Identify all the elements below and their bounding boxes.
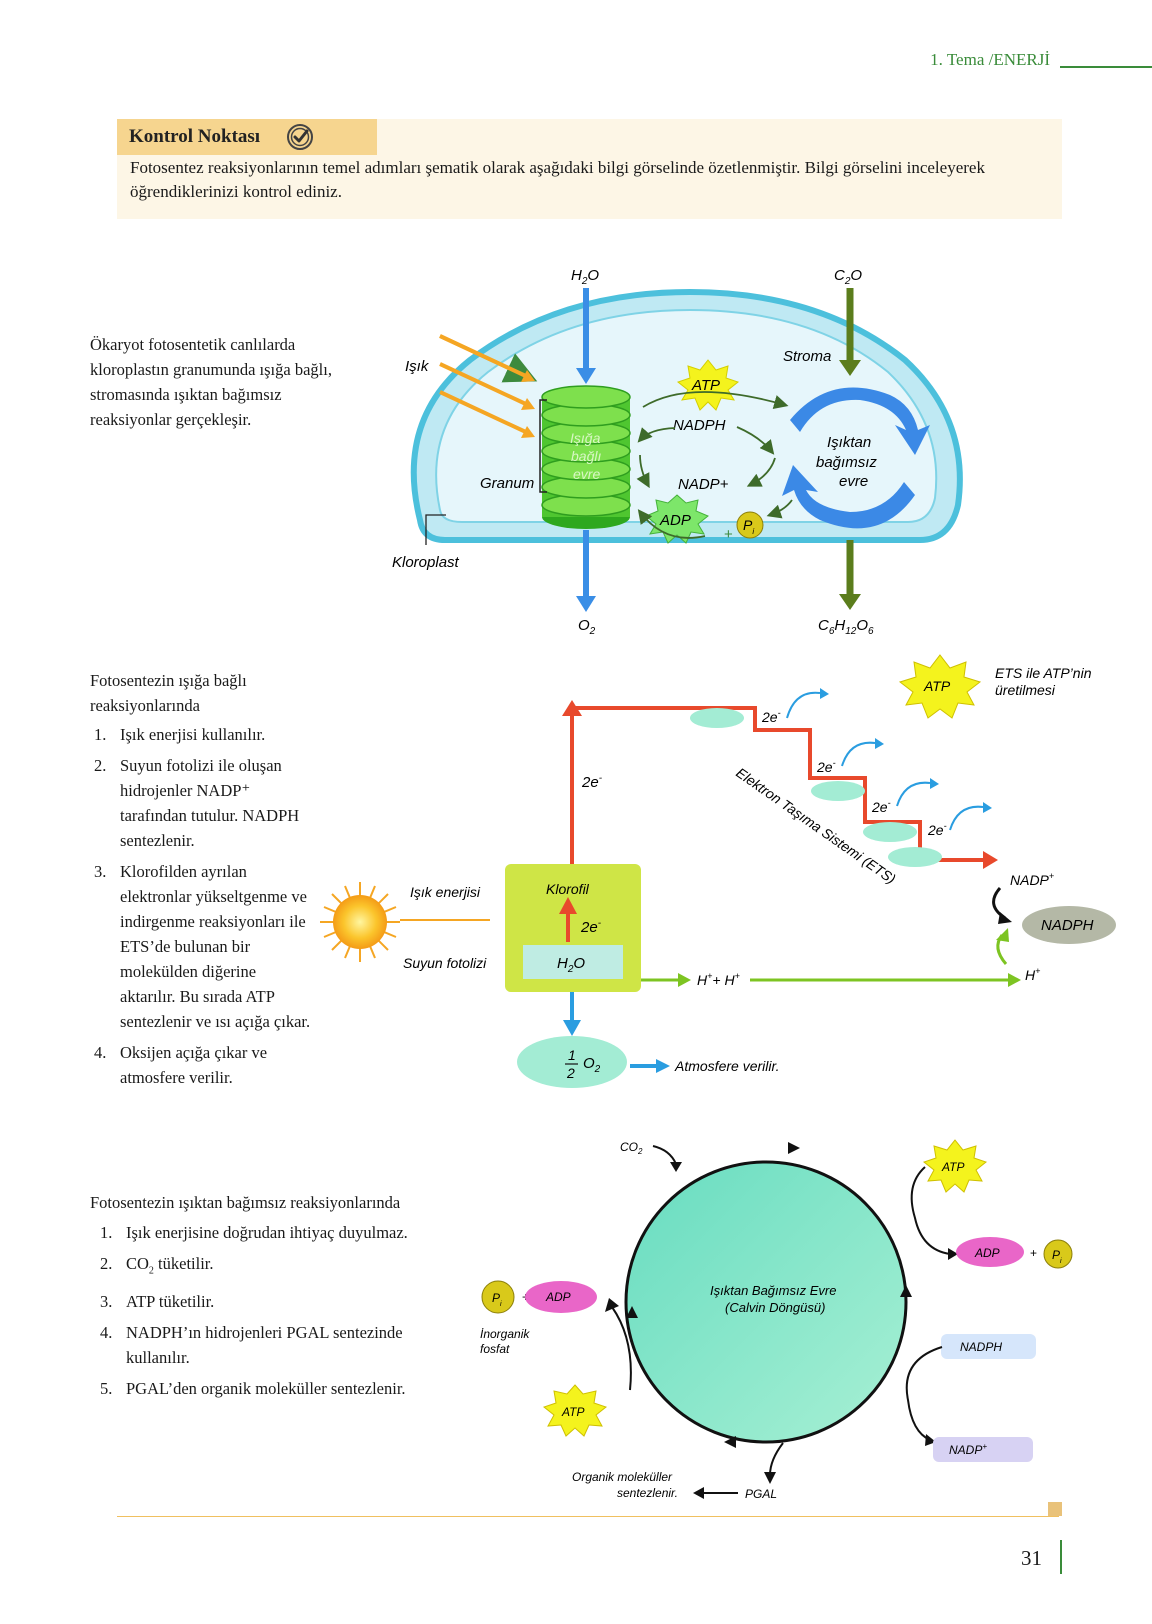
granum-stack: Işığa bağlı evre [541,385,631,529]
svg-text:H2O: H2O [571,267,599,287]
svg-text:Atmosfere verilir.: Atmosfere verilir. [674,1058,780,1074]
svg-text:NADPH: NADPH [1041,917,1094,934]
section3-intro: Fotosentezin ışıktan bağımsız reaksiyonl… [90,1193,401,1212]
svg-text:(Calvin Döngüsü): (Calvin Döngüsü) [725,1300,825,1315]
svg-text:2e-: 2e- [871,798,891,815]
svg-text:C6H12O6: C6H12O6 [818,617,874,637]
svg-text:2e-: 2e- [581,773,603,791]
calvin-arrow-bottom [782,465,915,529]
svg-text:C2O: C2O [834,267,862,287]
isik-label: Işık [405,358,430,375]
svg-text:NADPH: NADPH [673,417,726,434]
footer-marker [1048,1502,1062,1516]
svg-text:PGAL: PGAL [745,1487,777,1501]
list-item: 5.PGAL’den organik moleküller sentezleni… [100,1379,406,1399]
svg-text:ADP: ADP [659,512,691,529]
svg-text:NADP+: NADP+ [949,1442,987,1457]
svg-text:2e-: 2e- [927,821,947,838]
page-number-bar [1060,1540,1062,1574]
chapter-title: 1. Tema /ENERJİ [930,50,1050,69]
atp-starburst-4 [542,1384,608,1437]
svg-text:2e-: 2e- [580,918,602,936]
list-item: 4.NADPH’ın hidrojenleri PGAL sentezinde … [100,1323,403,1368]
atp-starburst-2 [898,654,982,719]
svg-text:H+: H+ [1025,966,1040,983]
svg-text:Işığa: Işığa [570,430,601,446]
svg-text:NADP+: NADP+ [1010,871,1054,888]
page-number: 31 [1021,1546,1042,1570]
svg-text:ATP: ATP [561,1405,584,1419]
svg-text:2e-: 2e- [761,708,781,725]
svg-text:üretilmesi: üretilmesi [995,682,1056,698]
svg-text:İnorganik: İnorganik [480,1327,530,1341]
list-item: 1.Işık enerjisi kullanılır. [94,725,266,744]
kloroplast-label: Kloroplast [392,554,460,571]
svg-text:evre: evre [573,466,600,482]
svg-text:Işıktan Bağımsız Evre: Işıktan Bağımsız Evre [710,1283,836,1298]
section1-text: Ökaryot fotosentetik canlılarda kloropla… [90,335,332,429]
list-item: 2.CO2 tüketilir. [100,1254,214,1277]
svg-text:H2O: H2O [557,955,585,975]
check-badge-icon [287,124,313,150]
svg-text:sentezlenir.: sentezlenir. [617,1486,678,1500]
svg-text:evre: evre [839,473,868,490]
kontrol-title-bar: Kontrol Noktası [117,119,377,155]
svg-text:fosfat: fosfat [480,1342,510,1356]
svg-text:+: + [724,526,733,543]
svg-text:ETS ile ATP’nin: ETS ile ATP’nin [995,665,1092,681]
svg-text:Pi: Pi [1052,1248,1062,1265]
kontrol-text: Fotosentez reaksiyonlarının temel adımla… [130,158,985,201]
svg-text:Organik moleküller: Organik moleküller [572,1470,673,1484]
svg-text:Işıktan: Işıktan [827,434,871,451]
svg-text:ATP: ATP [691,377,720,394]
section3-steps: 1.Işık enerjisine doğrudan ihtiyaç duyul… [96,1220,456,1407]
light-arrows [439,334,535,438]
svg-text:Pi: Pi [743,517,754,536]
list-item: 4.Oksijen açığa çıkar ve atmosfere veril… [94,1043,268,1087]
svg-text:H++ H+: H++ H+ [697,971,740,988]
svg-text:NADP+: NADP+ [678,476,729,493]
svg-text:+: + [1030,1246,1037,1260]
stroma-label: Stroma [783,348,831,365]
section2-steps: 1.Işık enerjisi kullanılır. 2.Suyun foto… [90,722,312,1096]
svg-text:1: 1 [568,1047,576,1063]
section2-intro: Fotosentezin ışığa bağlı reaksiyonlarınd… [90,671,247,715]
svg-text:O2: O2 [578,617,596,637]
list-item: 3.Klorofilden ayrılan elektronlar yüksel… [94,862,311,1031]
svg-text:2: 2 [566,1065,575,1081]
svg-text:bağımsız: bağımsız [816,454,877,471]
svg-text:ADP: ADP [545,1290,571,1304]
list-item: 1.Işık enerjisine doğrudan ihtiyaç duyul… [100,1223,408,1242]
svg-text:Pi: Pi [492,1291,502,1308]
atp-starburst-3 [922,1139,988,1193]
svg-text:CO2: CO2 [620,1140,643,1156]
svg-text:ATP: ATP [941,1160,964,1174]
svg-text:Klorofil: Klorofil [546,881,590,897]
atp-starburst-1 [676,359,740,411]
svg-text:ATP: ATP [923,678,951,694]
svg-text:O2: O2 [583,1055,601,1075]
calvin-arrow-top [790,387,930,455]
svg-text:ADP: ADP [974,1246,1000,1260]
svg-text:Işık enerjisi: Işık enerjisi [410,884,481,900]
svg-text:Suyun fotolizi: Suyun fotolizi [403,955,487,971]
svg-text:NADPH: NADPH [960,1340,1002,1354]
svg-text:bağlı: bağlı [571,448,601,464]
header-rule [1060,66,1152,68]
svg-text:2e-: 2e- [816,758,836,775]
list-item: 2.Suyun fotolizi ile oluşan hidrojenler … [94,756,300,850]
footer-rule [117,1516,1059,1517]
granum-label: Granum [480,475,534,492]
list-item: 3.ATP tüketilir. [100,1292,215,1312]
sun-icon [320,882,400,962]
kontrol-title: Kontrol Noktası [129,126,261,147]
